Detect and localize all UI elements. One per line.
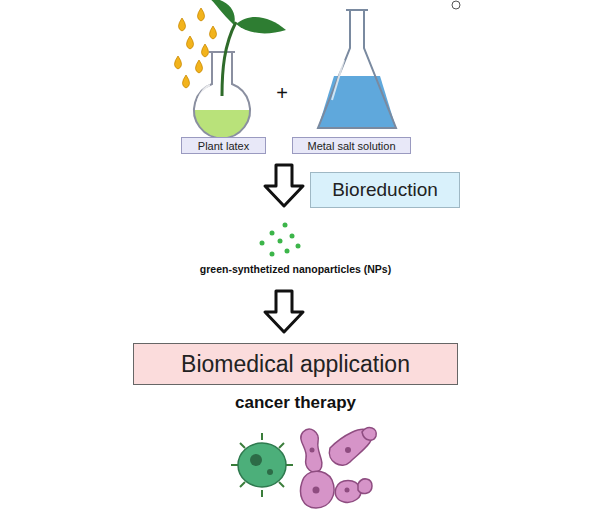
node-text: Bioreduction [332,179,438,201]
node-text: Biomedical application [181,351,410,378]
corner-icon [452,1,460,9]
node-text: Plant latex [198,140,249,152]
input-label: Plant latex [181,137,266,154]
nanoparticle-caption: green-synthetized nanoparticles (NPs) [133,263,458,275]
cancer-cells [231,428,376,508]
down-arrow [265,165,303,206]
down-arrow [265,291,303,332]
input-label: Metal salt solution [292,137,411,154]
latex-drops [175,8,217,88]
process-box: Bioreduction [310,172,460,208]
application-box: Biomedical application [133,343,458,385]
erlenmeyer-flask [318,10,396,128]
nanoparticle-dots [260,223,301,257]
application-subtitle: cancer therapy [133,393,458,413]
node-text: Metal salt solution [307,140,395,152]
plant-sprout [208,0,286,96]
plus-sign: + [272,82,292,105]
